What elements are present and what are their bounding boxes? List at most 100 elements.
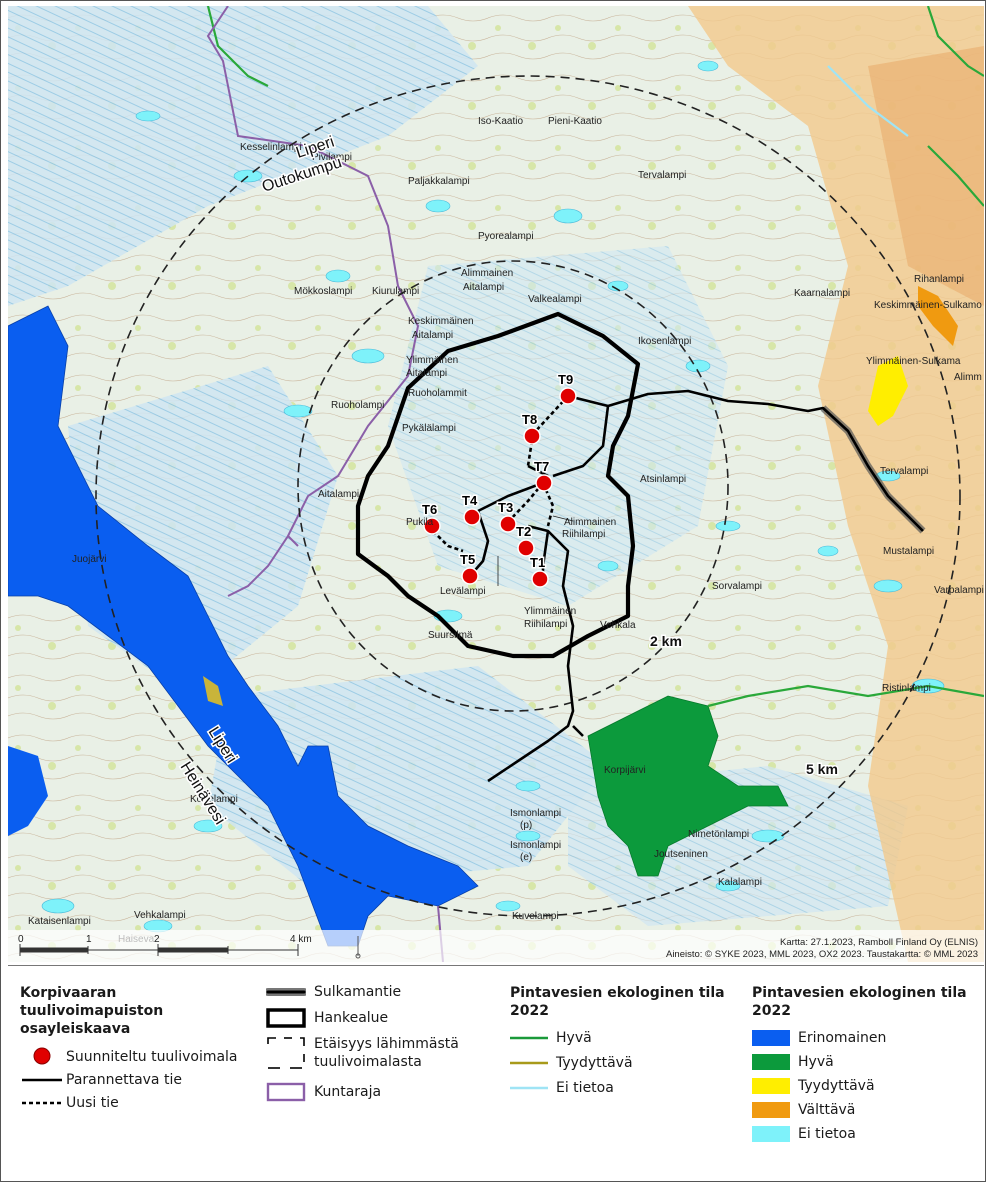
turbine-label: T4 bbox=[462, 493, 478, 508]
place-label: Suursilmä bbox=[428, 630, 473, 641]
legend-label-river-satisfactory: Tyydyttävä bbox=[556, 1055, 633, 1071]
scalebar-tick-label: 0 bbox=[18, 934, 24, 945]
turbine-label: T2 bbox=[516, 524, 531, 539]
water-class-label: Välttävä bbox=[798, 1102, 856, 1118]
water-class-label: Tyydyttävä bbox=[798, 1078, 875, 1094]
lake-juojarvi bbox=[8, 305, 479, 947]
river-good-symbol bbox=[510, 1036, 548, 1040]
ring-label: 5 km bbox=[806, 761, 838, 777]
place-label: Aitalampi bbox=[318, 489, 359, 500]
legend-title-line: osayleiskaava bbox=[20, 1021, 131, 1037]
distance-ring-symbol bbox=[267, 1037, 305, 1069]
place-label: Pieni-Kaatio bbox=[548, 116, 602, 127]
place-label: Nimetönlampi bbox=[688, 829, 749, 840]
legend-title-waters-areas: Pintavesien ekologinen tila 2022 bbox=[752, 984, 967, 1020]
place-label: Vehkala bbox=[600, 620, 636, 631]
place-label: Alimmainen bbox=[564, 517, 616, 528]
municipality-boundary-symbol bbox=[266, 1082, 306, 1102]
north-arrow-icon bbox=[355, 936, 361, 959]
water-class-swatch bbox=[752, 1126, 790, 1142]
legend-title-line: 2022 bbox=[752, 1003, 791, 1019]
turbine-marker bbox=[461, 567, 479, 585]
place-label: Paljakkalampi bbox=[408, 176, 470, 187]
scalebar-strip bbox=[8, 930, 984, 962]
place-label: Ylimmäinen-Sulkama bbox=[866, 356, 961, 367]
place-label: Levälampi bbox=[440, 586, 486, 597]
turbine-marker bbox=[463, 508, 481, 526]
scalebar-tick-label: 1 bbox=[86, 934, 92, 945]
water-class-label: Hyvä bbox=[798, 1054, 834, 1070]
place-label: Kalalampi bbox=[718, 877, 762, 888]
legend-title-line: Pintavesien ekologinen tila bbox=[752, 985, 967, 1001]
improved-road-symbol bbox=[22, 1078, 62, 1082]
ring-2km bbox=[297, 260, 729, 712]
place-label: Riihilampi bbox=[524, 619, 567, 630]
sulkamantie-symbol bbox=[266, 988, 306, 996]
legend-label-municipality: Kuntaraja bbox=[314, 1084, 382, 1100]
legend-label-line: tuulivoimalasta bbox=[314, 1054, 422, 1070]
place-label: Ylimmäinen bbox=[406, 355, 458, 366]
turbine-marker bbox=[499, 515, 517, 533]
turbine-marker bbox=[535, 474, 553, 492]
place-label: Alimm bbox=[954, 372, 982, 383]
place-label: Ristinlampi bbox=[882, 683, 931, 694]
legend-title-line: tuulivoimapuiston bbox=[20, 1003, 164, 1019]
ring-label: 2 km bbox=[650, 633, 682, 649]
turbine-label: T9 bbox=[558, 372, 573, 387]
place-label: Alimmainen bbox=[461, 268, 513, 279]
place-label: Kaarnalampi bbox=[794, 288, 850, 299]
project-area-symbol bbox=[266, 1008, 306, 1028]
place-label: Keskimmäinen-Sulkamo bbox=[874, 300, 982, 311]
legend-title-line: Pintavesien ekologinen tila bbox=[510, 985, 725, 1001]
lake-korpijarvi bbox=[587, 695, 789, 877]
place-label: Pyorealampi bbox=[478, 231, 534, 242]
place-label: Pukila bbox=[406, 517, 434, 528]
place-label: Riihilampi bbox=[562, 529, 605, 540]
turbine-marker bbox=[523, 427, 541, 445]
place-label: Ylimmäinen bbox=[524, 606, 576, 617]
place-label: Kataisenlampi bbox=[28, 916, 91, 927]
place-label: Mustalampi bbox=[883, 546, 934, 557]
turbine-icon bbox=[33, 1047, 51, 1065]
place-label: Atsinlampi bbox=[640, 474, 686, 485]
map-credit: Aineisto: © SYKE 2023, MML 2023, OX2 202… bbox=[666, 949, 978, 960]
legend: Korpivaaran tuulivoimapuiston osayleiska… bbox=[0, 968, 986, 1182]
water-class-swatch bbox=[752, 1102, 790, 1118]
legend-separator bbox=[8, 965, 984, 966]
place-label: Aitalampi bbox=[406, 368, 447, 379]
place-label: (p) bbox=[520, 820, 532, 831]
turbine-connectors bbox=[497, 515, 574, 586]
lake-ylimmainen-sulkama bbox=[868, 356, 908, 426]
place-label: Keskimmäinen bbox=[408, 316, 474, 327]
place-label: Pykälälampi bbox=[402, 423, 456, 434]
project-area bbox=[355, 311, 641, 659]
legend-title: Korpivaaran tuulivoimapuiston osayleiska… bbox=[20, 984, 163, 1038]
place-label: Kuvelampi bbox=[512, 911, 559, 922]
turbine-marker bbox=[531, 570, 549, 588]
legend-label-distance: Etäisyys lähimmästä tuulivoimalasta bbox=[314, 1035, 459, 1071]
rivers bbox=[206, 6, 984, 708]
scalebar-tick-label: 4 km bbox=[290, 934, 312, 945]
place-label: Rihanlampi bbox=[914, 274, 964, 285]
turbine-marker bbox=[423, 517, 441, 535]
place-label: Ruoholampi bbox=[331, 400, 384, 411]
legend-title-waters-lines: Pintavesien ekologinen tila 2022 bbox=[510, 984, 725, 1020]
turbine-label: T8 bbox=[522, 412, 537, 427]
improved-roads bbox=[469, 389, 924, 783]
small-lakes bbox=[41, 60, 945, 933]
place-label: Tervalampi bbox=[880, 466, 928, 477]
place-label: Vehkalampi bbox=[134, 910, 186, 921]
place-label: Joutseninen bbox=[654, 849, 708, 860]
ring-5km bbox=[95, 75, 961, 917]
place-label: Aitalampi bbox=[412, 330, 453, 341]
legend-title-line: Korpivaaran bbox=[20, 985, 117, 1001]
turbine-label: T3 bbox=[498, 500, 513, 515]
place-label: Sorvalampi bbox=[712, 581, 762, 592]
lake-keskimmainen-sulkama bbox=[918, 286, 958, 346]
turbine-marker bbox=[517, 539, 535, 557]
place-label: Kesselinlampi bbox=[240, 142, 302, 153]
legend-label-line: Etäisyys lähimmästä bbox=[314, 1036, 459, 1052]
water-class-swatch bbox=[752, 1030, 790, 1046]
place-label: Ismonlampi bbox=[510, 808, 561, 819]
